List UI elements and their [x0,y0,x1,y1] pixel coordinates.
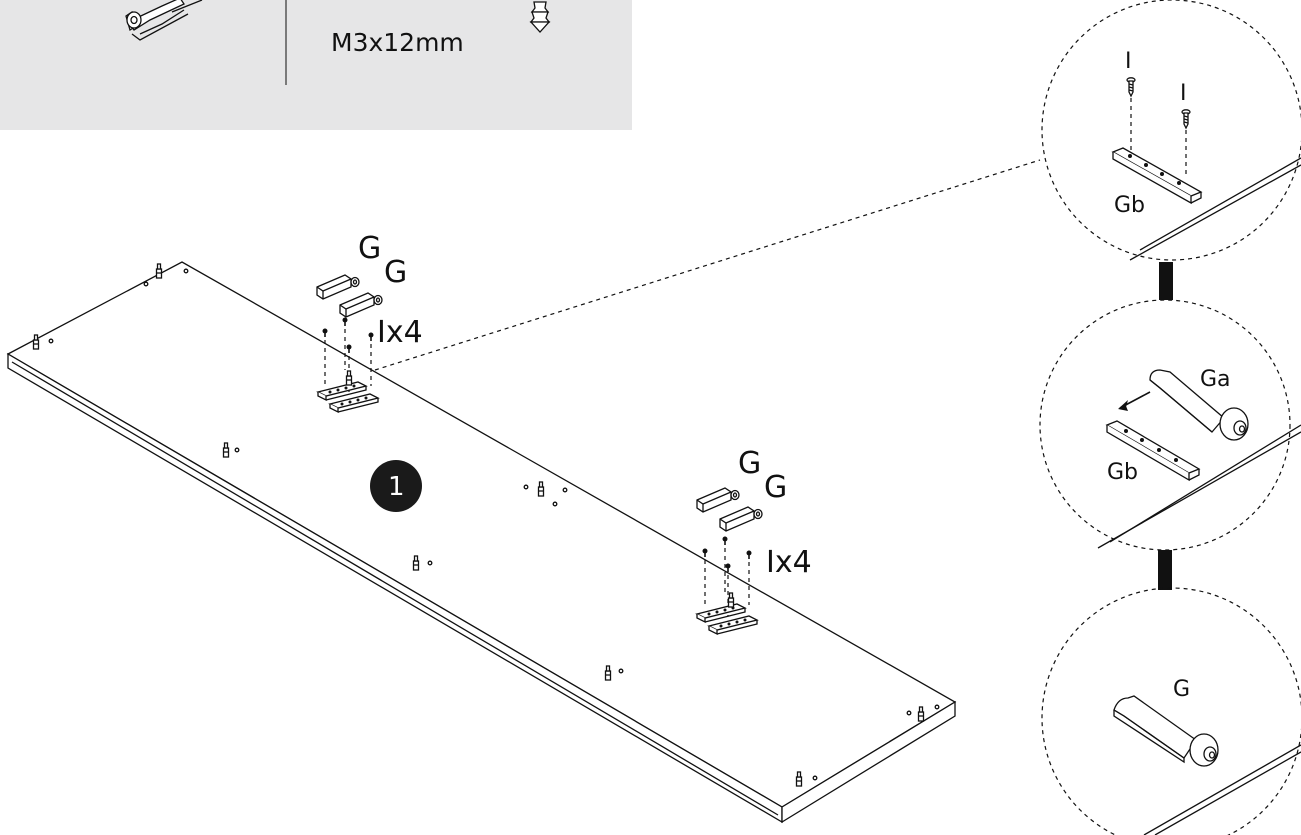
push-latch-icon [125,0,203,41]
mounting-plate-icon [1111,147,1203,205]
screw-icon [345,343,353,354]
screw-icon [529,1,551,33]
screw-icon [1126,77,1136,97]
latch-label-g2: G [384,255,407,290]
screw-size-label: M3x12mm [331,28,464,57]
screw-icon [1181,109,1191,129]
step-badge: 1 [370,460,422,512]
detail-circle-bottom: G [1041,587,1301,835]
hardware-group-a: G G Ix4 [316,231,423,413]
detail-circle-middle: Ga Gb [1039,299,1301,551]
screw-icon [701,547,709,558]
detail-leader-line [374,159,1041,371]
push-latch-icon [1113,695,1219,767]
latch-label-g2: G [764,470,787,505]
arrow-icon [1118,391,1151,411]
push-latch-icon [339,292,383,318]
push-latch-icon [696,487,740,513]
screw-quantity-label: Ix4 [766,545,812,580]
screw-label-2: I [1180,81,1187,106]
screw-icon [745,549,753,560]
housing-label: Ga [1200,367,1231,392]
connector-bar [1159,262,1173,300]
latch-label-g1: G [358,231,381,266]
screw-icon [341,316,349,327]
latch-label-g1: G [738,446,761,481]
plate-label: Gb [1114,193,1145,218]
board-holes [48,268,940,781]
connector-bar [1158,550,1172,590]
screw-icon [367,331,375,342]
detail-circle-top: I I Gb [1041,0,1301,261]
step-number: 1 [388,472,405,502]
push-latch-icon [316,274,360,300]
parts-legend-panel: M3x12mm [0,0,632,130]
catch-label: G [1173,677,1190,702]
board-panel [6,261,957,824]
push-latch-housing-icon [1149,369,1249,441]
hardware-group-b: G G Ix4 [696,446,812,635]
screw-icon [721,535,729,546]
screw-icon [724,562,732,573]
screw-quantity-label: Ix4 [377,315,423,350]
screw-label-1: I [1125,49,1132,74]
screw-icon [321,327,329,338]
mounting-plate-icon [1105,420,1201,482]
plate-label: Gb [1107,460,1138,485]
push-latch-icon [719,506,763,532]
